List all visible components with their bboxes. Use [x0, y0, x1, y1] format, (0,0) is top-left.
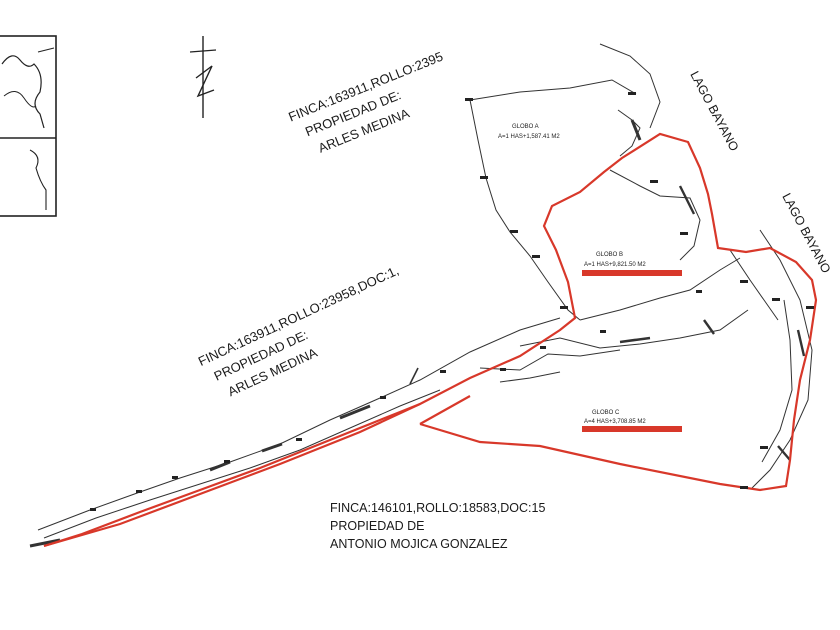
property-boundary — [43, 132, 818, 548]
survey-traverse-lines — [29, 43, 813, 548]
globo-c-area: A=4 HAS+3,708.85 M2 — [584, 419, 646, 425]
globo-c-title: GLOBO C — [592, 410, 620, 416]
globo-c-highlight — [582, 426, 682, 432]
globo-a-area: A=1 HAS+1,587.41 M2 — [498, 134, 560, 140]
finca-bottom-line1: FINCA:146101,ROLLO:18583,DOC:15 — [330, 501, 545, 515]
globo-b-area: A=1 HAS+9,821.50 M2 — [584, 262, 646, 268]
finca-top-label-group: FINCA:163911,ROLLO:2395 PROPIEDAD DE: AR… — [286, 49, 445, 156]
lago-bayano-label-2: LAGO BAYANO — [779, 191, 833, 276]
finca-mid-label-group: FINCA:163911,ROLLO:23958,DOC:1, PROPIEDA… — [196, 263, 401, 400]
globo-b-title: GLOBO B — [596, 252, 623, 258]
lago-bayano-label-1: LAGO BAYANO — [687, 69, 741, 154]
finca-bottom-line2: PROPIEDAD DE — [330, 519, 424, 533]
finca-bottom-line3: ANTONIO MOJICA GONZALEZ — [330, 537, 508, 551]
north-arrow-icon: N — [189, 36, 217, 118]
location-inset-map — [0, 35, 57, 217]
globo-a-title: GLOBO A — [512, 124, 539, 130]
globo-b-highlight — [582, 270, 682, 276]
station-marks — [90, 92, 814, 511]
